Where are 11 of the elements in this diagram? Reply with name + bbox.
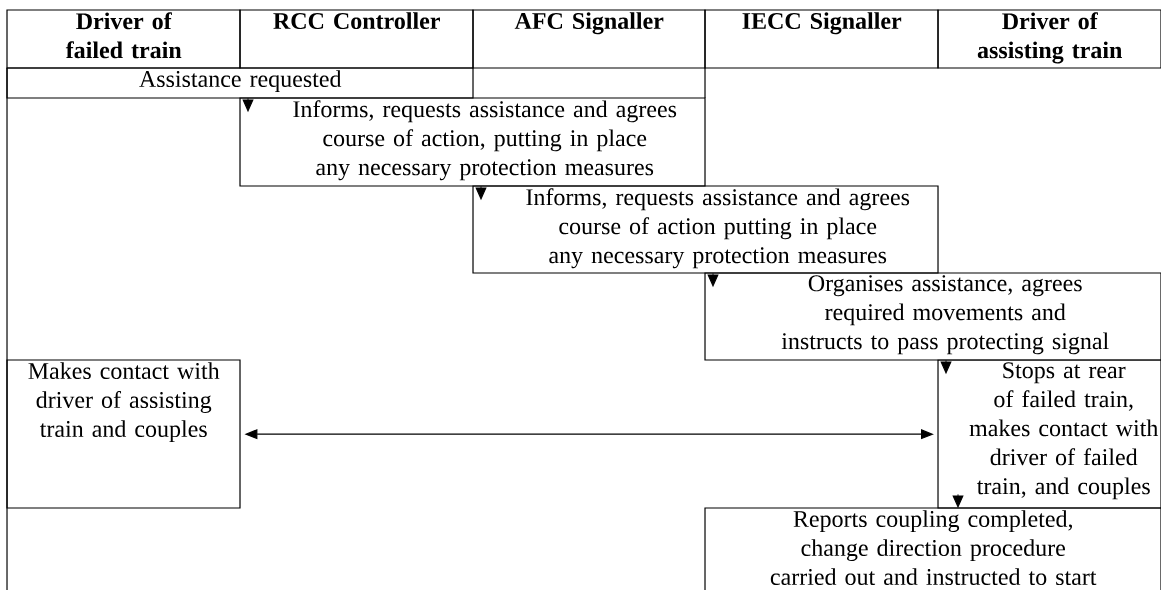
- lane-header: Driver of assisting train: [937, 9, 1161, 69]
- lane-header: RCC Controller: [239, 9, 474, 69]
- process-box: Informs, requests assistance and agrees course of action putting in place any necessary protection measures: [472, 185, 939, 274]
- lane-header: IECC Signaller: [704, 9, 939, 69]
- lane-header: AFC Signaller: [472, 9, 706, 69]
- process-box: Reports coupling completed, change direction procedure carried out and instructed to start: [704, 507, 1161, 590]
- lane-header: Driver of failed train: [6, 9, 241, 69]
- process-box: Organises assistance, agrees required movements and instructs to pass protecting signal: [704, 272, 1161, 361]
- process-box: Makes contact with driver of assisting train and couples: [6, 359, 241, 509]
- process-box: Assistance requested: [6, 67, 474, 99]
- process-box: Informs, requests assistance and agrees course of action, putting in place any necessary protection measures: [239, 97, 706, 187]
